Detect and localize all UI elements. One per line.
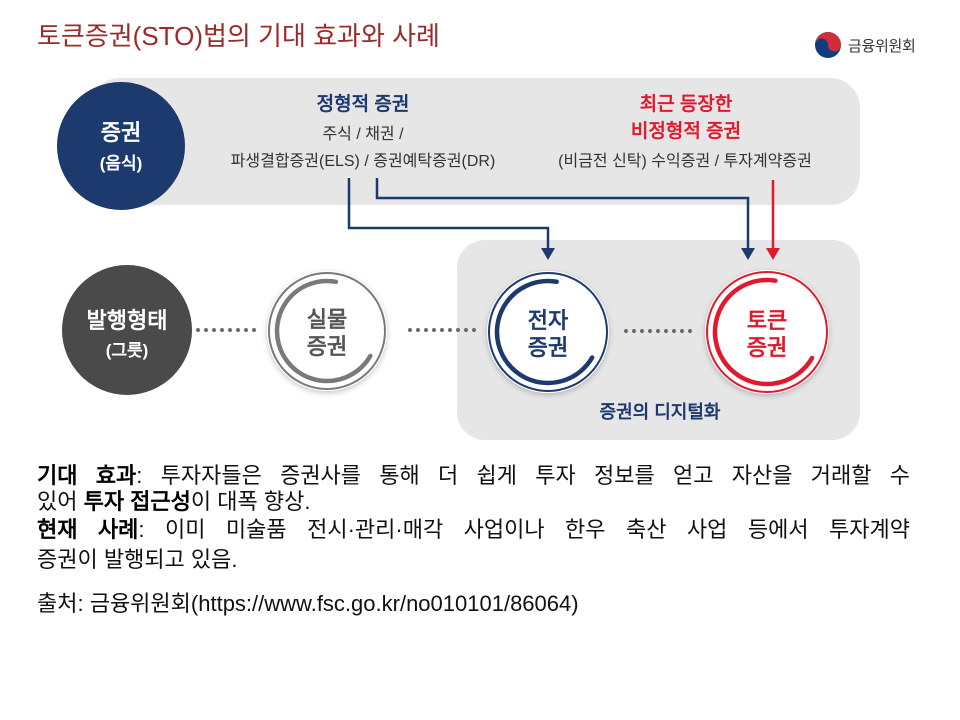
connector-standard-to-token: [375, 178, 750, 250]
atypical-securities-heading1: 최근 등장한: [640, 93, 733, 115]
stage-physical-outer-ring: [268, 272, 386, 390]
issuance-form-circle: [62, 265, 192, 395]
atypical-securities-line1: (비금전 신탁) 수익증권 / 투자계약증권: [558, 152, 812, 170]
stage-electronic-inner-arc: [494, 278, 602, 386]
arrow-head-token-navy: [741, 248, 755, 260]
effect-line-2: 있어 투자 접근성이 대폭 향상.: [37, 488, 910, 516]
effect-text-3: 이 대폭 향상.: [190, 489, 311, 514]
atypical-securities-heading2: 비정형적 증권: [631, 120, 741, 142]
effect-highlight: 투자 접근성: [83, 489, 191, 514]
securities-circle: [57, 82, 185, 210]
org-name: 금융위원회: [848, 37, 916, 55]
securities-digitization-diagram: 증권 (음식) 정형적 증권 주식 / 채권 / 파생결합증권(ELS) / 증…: [57, 78, 860, 440]
case-label: 현재 사례: [37, 517, 139, 542]
arrow-head-electronic: [541, 248, 555, 260]
digitization-label: 증권의 디지털화: [600, 402, 721, 422]
stage-electronic-line2: 증권: [528, 335, 568, 360]
issuance-form-label: 발행형태: [87, 308, 168, 333]
effect-text-1: : 투자자들은 증권사를 통해 더 쉽게 투자 정보를 얻고 자산을 거래할 수: [136, 463, 910, 488]
stage-physical-line1: 실물: [307, 307, 347, 332]
effect-label: 기대 효과: [37, 463, 137, 488]
stage-physical-inner-arc: [274, 278, 380, 384]
case-text-1: : 이미 미술품 전시·관리·매각 사업이나 한우 축산 사업 등에서 투자계약: [138, 517, 910, 542]
case-line-2: 증권이 발행되고 있음.: [37, 546, 910, 574]
stage-token-line1: 토큰: [747, 308, 787, 333]
standard-securities-heading: 정형적 증권: [317, 93, 410, 115]
stage-physical-securities: 실물 증권: [267, 271, 387, 391]
stage-token-disc: [705, 270, 829, 394]
effect-line-1: 기대 효과: 투자자들은 증권사를 통해 더 쉽게 투자 정보를 얻고 자산을 …: [37, 462, 910, 490]
stage-electronic-line1: 전자: [528, 308, 569, 333]
standard-securities-line2: 파생결합증권(ELS) / 증권예탁증권(DR): [231, 152, 496, 170]
stage-token-outer-ring: [706, 271, 828, 393]
securities-circle-label: 증권: [101, 120, 141, 145]
government-taegeuk-icon: [815, 32, 841, 58]
stage-token-securities: 토큰 증권: [705, 270, 829, 394]
arrow-head-token-red: [766, 248, 780, 260]
standard-securities-line1: 주식 / 채권 /: [322, 125, 404, 143]
securities-circle-sub: (음식): [100, 154, 143, 173]
stage-token-inner-arc: [712, 277, 822, 387]
stage-token-line2: 증권: [747, 335, 787, 360]
stage-electronic-securities: 전자 증권: [487, 271, 609, 393]
org-logo: 금융위원회: [814, 31, 916, 59]
issuance-form-sub: (그릇): [106, 341, 149, 360]
page-title: 토큰증권(STO)법의 기대 효과와 사례: [37, 21, 440, 51]
stage-electronic-outer-ring: [488, 272, 608, 392]
case-line-1: 현재 사례: 이미 미술품 전시·관리·매각 사업이나 한우 축산 사업 등에서…: [37, 516, 910, 544]
securities-types-band: [90, 78, 860, 205]
case-text-2: 증권이 발행되고 있음.: [37, 547, 238, 572]
stage-electronic-disc: [487, 271, 609, 393]
stage-physical-disc: [267, 271, 387, 391]
effect-text-2: 있어: [37, 489, 84, 514]
stage-physical-line2: 증권: [307, 334, 347, 359]
source-citation: 출처: 금융위원회(https://www.fsc.go.kr/no010101…: [37, 591, 579, 616]
connector-standard-to-electronic: [347, 178, 550, 250]
